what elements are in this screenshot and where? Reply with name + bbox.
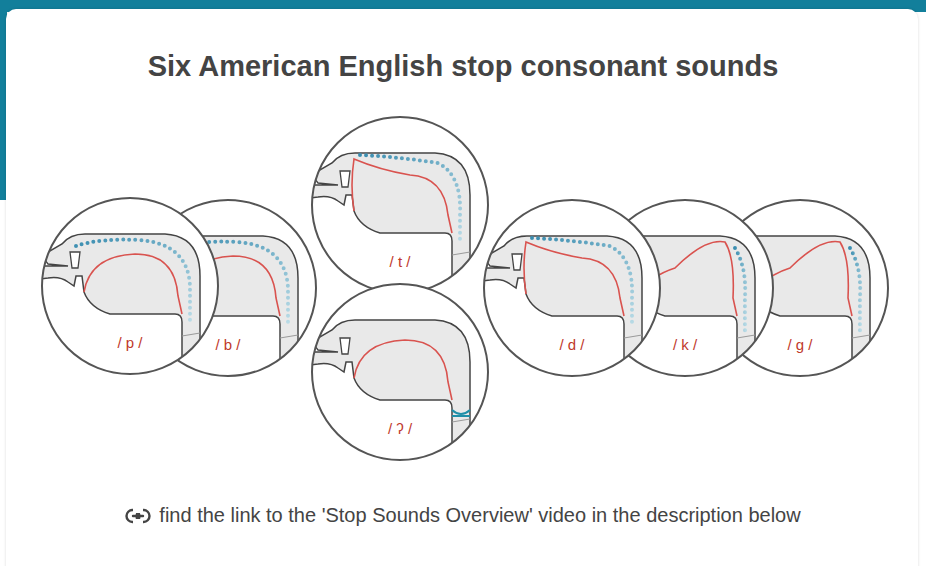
sound-circle: / p / [42, 198, 218, 374]
sound-circle: / d / [484, 200, 660, 376]
sound-circle: / t / [312, 117, 488, 293]
sound-label: / p / [42, 334, 218, 351]
sound-circle: / k / [597, 200, 773, 376]
caption-row: find the link to the 'Stop Sounds Overvi… [0, 504, 926, 527]
sound-circle: / g / [712, 200, 888, 376]
caption-text: find the link to the 'Stop Sounds Overvi… [159, 504, 800, 527]
sound-label: / b / [140, 336, 316, 353]
sound-label: / d / [484, 336, 660, 353]
sound-circle: / b / [140, 200, 316, 376]
sound-label: / k / [597, 336, 773, 353]
link-icon [125, 508, 151, 524]
sound-label: / t / [312, 253, 488, 270]
sound-circle: / ʔ / [312, 284, 488, 460]
sound-label: / g / [712, 336, 888, 353]
sound-label: / ʔ / [312, 420, 488, 437]
diagram-title: Six American English stop consonant soun… [0, 50, 926, 83]
